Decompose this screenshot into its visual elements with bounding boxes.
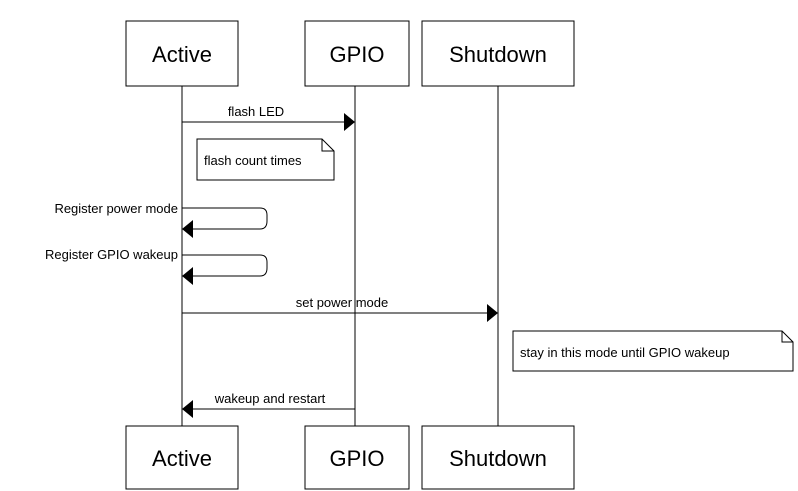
participant-gpio-label: GPIO <box>329 446 384 471</box>
message-wakeup-and-restart-label: wakeup and restart <box>214 391 326 406</box>
note-flash-count-label: flash count times <box>204 153 302 168</box>
note-stay-in-mode-label: stay in this mode until GPIO wakeup <box>520 345 730 360</box>
participant-gpio-bottom: GPIO <box>304 425 410 490</box>
message-register-power-mode: Register power mode <box>54 201 268 238</box>
participant-shutdown-label: Shutdown <box>449 446 547 471</box>
participant-active-bottom: Active <box>125 425 239 490</box>
participant-active-label: Active <box>152 42 212 67</box>
message-flash-led: flash LED <box>182 104 355 131</box>
arrowhead <box>182 400 193 418</box>
participant-active-top: Active <box>125 20 239 87</box>
message-set-power-mode-label: set power mode <box>296 295 389 310</box>
arrowhead <box>487 304 498 322</box>
participant-active-label: Active <box>152 446 212 471</box>
message-set-power-mode: set power mode <box>182 295 498 322</box>
arrowhead <box>344 113 355 131</box>
arrowhead <box>182 220 193 238</box>
message-register-gpio-wakeup: Register GPIO wakeup <box>45 247 268 285</box>
message-flash-led-label: flash LED <box>228 104 284 119</box>
message-register-power-mode-label: Register power mode <box>54 201 178 216</box>
participant-shutdown-top: Shutdown <box>421 20 575 87</box>
participant-shutdown-bottom: Shutdown <box>421 425 575 490</box>
message-wakeup-and-restart: wakeup and restart <box>182 391 355 418</box>
participant-gpio-label: GPIO <box>329 42 384 67</box>
participant-gpio-top: GPIO <box>304 20 410 87</box>
note-stay-in-mode: stay in this mode until GPIO wakeup <box>512 330 794 372</box>
note-flash-count: flash count times <box>196 138 335 181</box>
arrowhead <box>182 267 193 285</box>
message-register-gpio-wakeup-label: Register GPIO wakeup <box>45 247 178 262</box>
participant-shutdown-label: Shutdown <box>449 42 547 67</box>
